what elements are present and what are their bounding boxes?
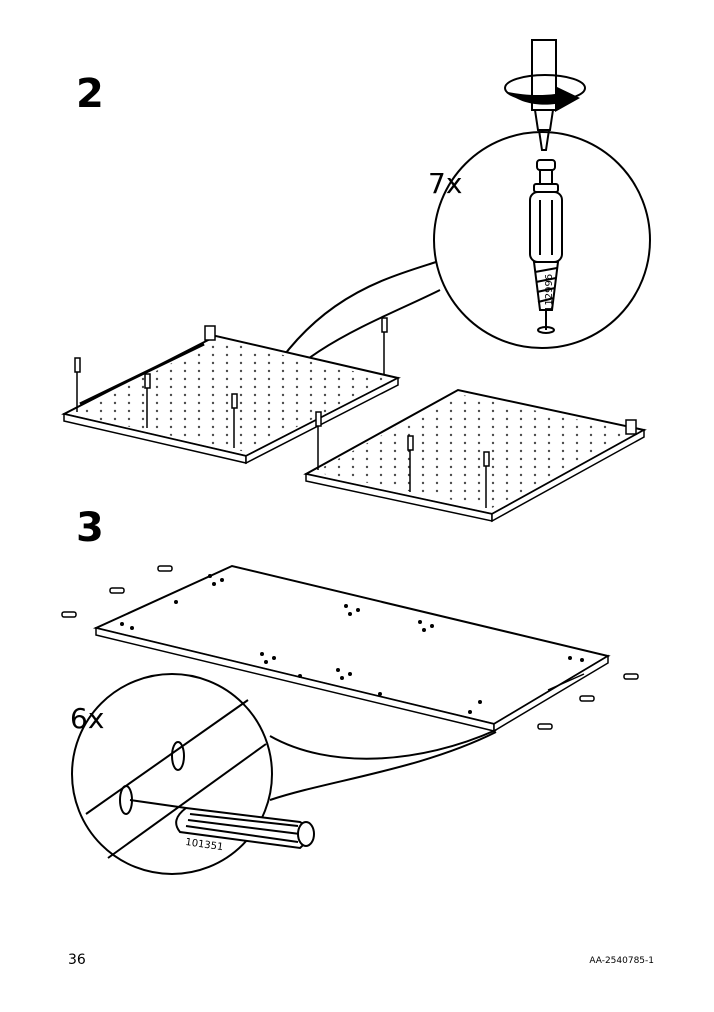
detail-magnifier-step3 — [71, 673, 497, 875]
quantity-label: 6x — [70, 702, 105, 735]
step-number: 2 — [76, 71, 104, 117]
cam-dowel-icon — [529, 159, 563, 334]
dowels-left — [74, 317, 388, 448]
dowels-right — [315, 411, 490, 508]
quantity-label: 7x — [428, 167, 463, 200]
panel-step3 — [92, 564, 611, 733]
wood-dowels — [61, 565, 639, 730]
panel-right — [303, 388, 647, 523]
fluted-dowel-icon — [175, 806, 315, 850]
panel-left — [61, 325, 401, 465]
part-number: 112996 — [544, 273, 555, 312]
page-number: 36 — [68, 952, 86, 968]
document-id: AA-2540785-1 — [589, 956, 654, 966]
rotation-arrow-icon — [504, 74, 586, 112]
step-number: 3 — [76, 505, 104, 551]
